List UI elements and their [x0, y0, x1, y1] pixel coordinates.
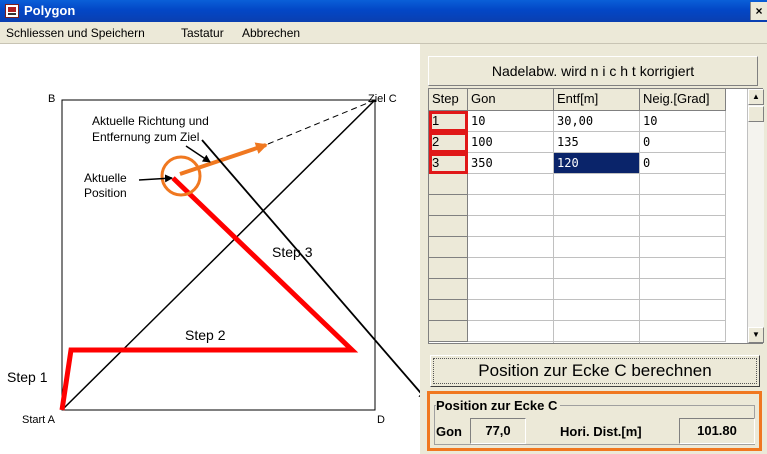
direction-arrow — [179, 142, 268, 176]
menu-item-tastatur[interactable]: Tastatur — [181, 26, 224, 40]
cell-gon-1[interactable]: 10 — [468, 111, 554, 132]
col-header-gon[interactable]: Gon — [468, 89, 554, 111]
polygon-canvas[interactable]: B Ziel C Start A D Aktuelle Richtung und… — [0, 44, 420, 454]
step3-label: Step 3 — [272, 244, 313, 260]
empty-row[interactable] — [468, 174, 726, 195]
traversed-path — [59, 176, 359, 411]
step-grid[interactable]: Step Gon Entf[m] Neig.[Grad] 1 10 30,00 … — [428, 88, 763, 344]
step2-label: Step 2 — [185, 327, 226, 343]
corner-c-label: Ziel C — [368, 93, 397, 105]
row-header-empty[interactable] — [429, 258, 468, 279]
row-header-empty[interactable] — [429, 174, 468, 195]
empty-row[interactable] — [468, 195, 726, 216]
gon-label: Gon — [436, 424, 462, 439]
col-header-neig[interactable]: Neig.[Grad] — [640, 89, 726, 111]
row-header-empty[interactable] — [429, 300, 468, 321]
window-title: Polygon — [24, 3, 76, 18]
gon-value: 77,0 — [470, 418, 526, 444]
row-header-empty[interactable] — [429, 279, 468, 300]
empty-row[interactable] — [468, 300, 726, 321]
menu-item-abbrechen[interactable]: Abbrechen — [242, 26, 301, 40]
cell-entf-2[interactable]: 135 — [554, 132, 640, 153]
corner-d-label: D — [377, 414, 385, 426]
scroll-down-arrow-icon[interactable]: ▼ — [748, 327, 764, 343]
cell-entf-1[interactable]: 30,00 — [554, 111, 640, 132]
row-header-empty[interactable] — [429, 216, 468, 237]
row-header-empty[interactable] — [429, 321, 468, 342]
empty-row[interactable] — [468, 258, 726, 279]
row-header-empty[interactable] — [429, 195, 468, 216]
app-icon — [5, 4, 19, 18]
empty-row[interactable] — [468, 321, 726, 342]
row-header-1[interactable]: 1 — [429, 111, 468, 132]
empty-row[interactable] — [468, 279, 726, 300]
col-divider — [553, 174, 554, 343]
cell-gon-2[interactable]: 100 — [468, 132, 554, 153]
row-header-3[interactable]: 3 — [429, 153, 468, 174]
result-group-title: Position zur Ecke C — [436, 398, 561, 413]
cell-entf-3-selected[interactable]: 120 — [554, 153, 640, 174]
calculate-position-button[interactable]: Position zur Ecke C berechnen — [430, 355, 760, 387]
col-divider — [639, 174, 640, 343]
direction-annotation-arrow — [185, 145, 211, 163]
cell-neig-3[interactable]: 0 — [640, 153, 726, 174]
cell-neig-2[interactable]: 0 — [640, 132, 726, 153]
scroll-thumb[interactable] — [748, 106, 764, 122]
distance-value: 101.80 — [679, 418, 755, 444]
empty-row[interactable] — [468, 216, 726, 237]
position-annotation-label: Aktuelle Position — [84, 171, 127, 200]
row-header-empty[interactable] — [429, 237, 468, 258]
scroll-up-arrow-icon[interactable]: ▲ — [748, 89, 764, 105]
result-group: Position zur Ecke C Gon 77,0 Hori. Dist.… — [427, 391, 762, 451]
cell-neig-1[interactable]: 10 — [640, 111, 726, 132]
direction-annotation-label: Aktuelle Richtung und Entfernung zum Zie… — [92, 114, 209, 144]
menu-bar: Schliessen und Speichern Tastatur Abbrec… — [0, 22, 767, 44]
grid-vertical-scrollbar[interactable]: ▲ ▼ — [747, 89, 764, 343]
long-pointer-arrow — [201, 139, 420, 400]
empty-row[interactable] — [468, 237, 726, 258]
position-highlight-circle — [160, 155, 202, 197]
menu-item-schliessen-und-speichern[interactable]: Schliessen und Speichern — [6, 26, 145, 40]
declination-banner[interactable]: Nadelabw. wird n i c h t korrigiert — [428, 56, 758, 86]
step1-label: Step 1 — [7, 369, 48, 385]
polygon-drawing — [59, 99, 420, 411]
position-annotation-arrow — [138, 174, 173, 183]
close-icon[interactable]: × — [750, 2, 767, 20]
field-square — [61, 99, 376, 411]
corner-a-label: Start A — [22, 414, 56, 426]
col-header-step[interactable]: Step — [429, 89, 468, 111]
col-header-entf[interactable]: Entf[m] — [554, 89, 640, 111]
diagonal-a-to-c — [61, 99, 376, 411]
title-bar: Polygon × — [0, 0, 767, 22]
cell-gon-3[interactable]: 350 — [468, 153, 554, 174]
distance-label: Hori. Dist.[m] — [560, 424, 642, 439]
corner-b-label: B — [48, 93, 56, 105]
row-header-2[interactable]: 2 — [429, 132, 468, 153]
dashed-line-to-target — [267, 99, 376, 145]
